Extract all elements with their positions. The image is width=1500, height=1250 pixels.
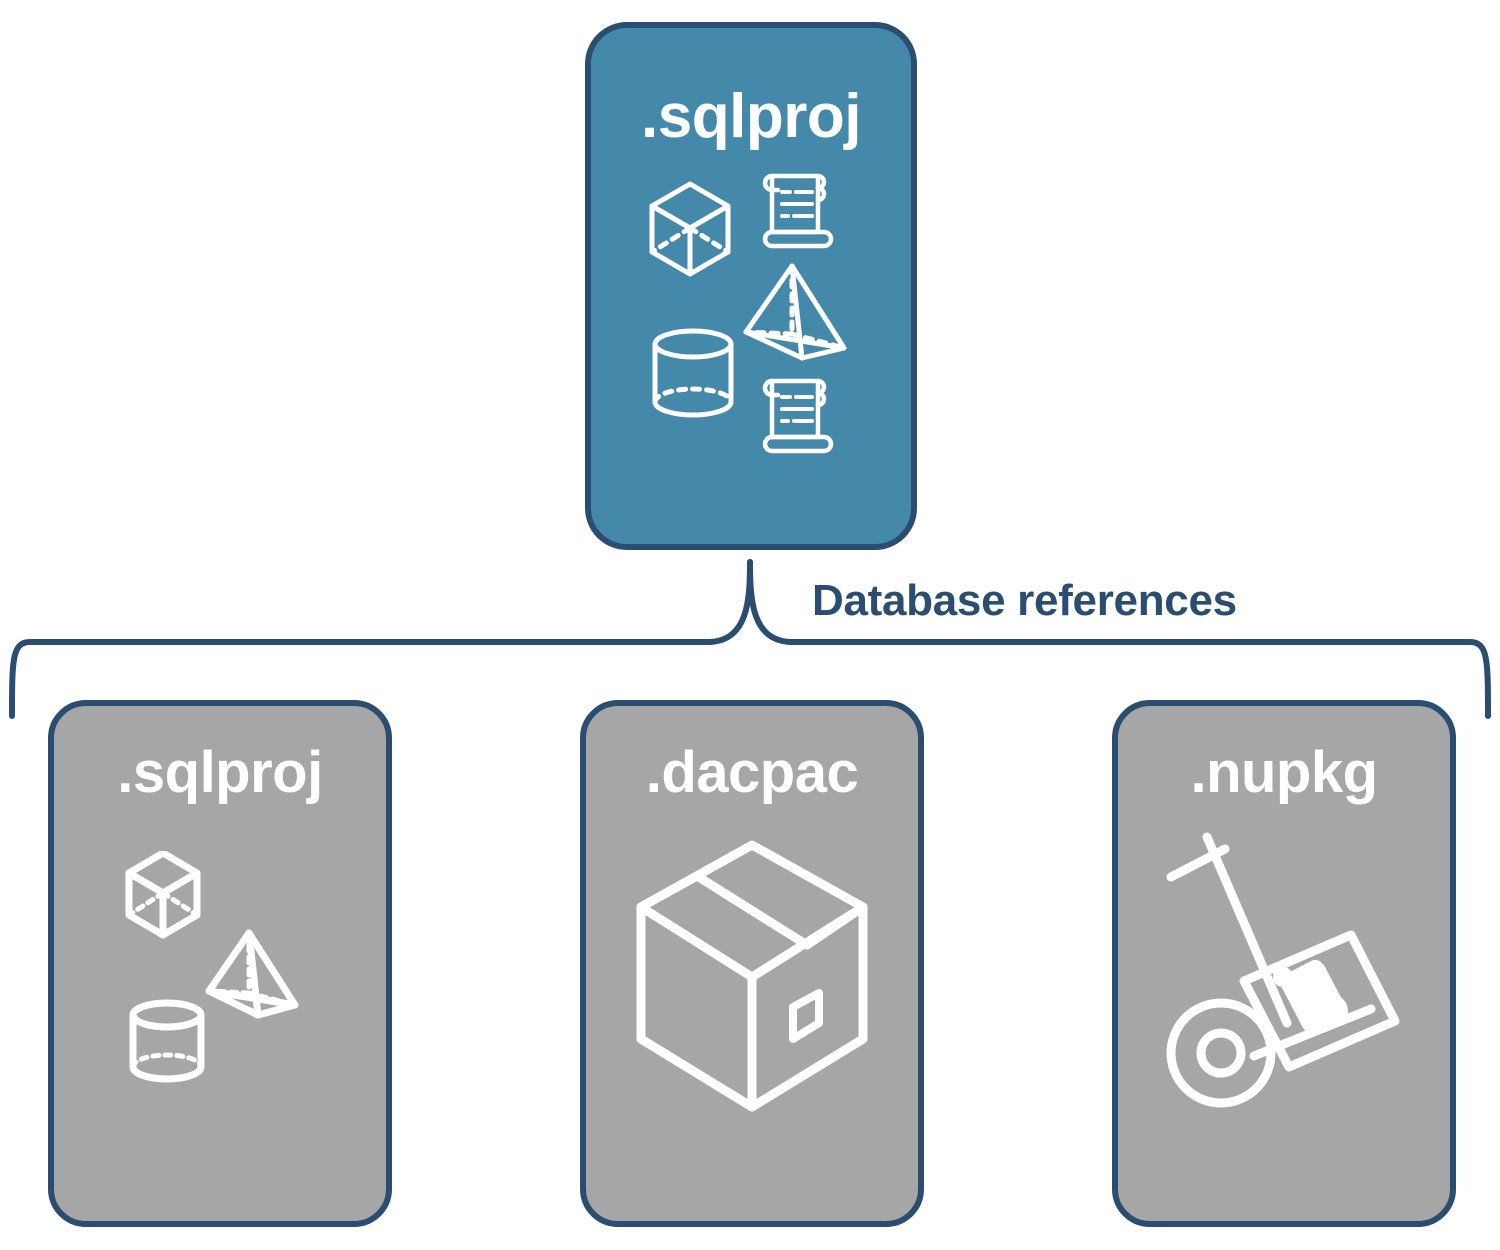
wireframe-pyramid-icon [205, 929, 299, 1019]
primary-card-artwork [591, 168, 911, 468]
primary-card-sqlproj[interactable]: .sqlproj [585, 22, 917, 550]
reference-card-artwork [1118, 831, 1450, 1211]
reference-card-artwork [586, 831, 918, 1211]
wireframe-cylinder-icon [652, 328, 734, 418]
connector-label: Database references [812, 576, 1237, 625]
script-scroll-icon [762, 378, 834, 454]
reference-card-nupkg[interactable]: .nupkg [1112, 700, 1456, 1227]
reference-card-artwork [54, 851, 386, 1191]
wireframe-pyramid-icon [743, 263, 847, 361]
reference-card-title: .dacpac [645, 740, 859, 805]
reference-card-dacpac[interactable]: .dacpac [580, 700, 924, 1227]
shipping-box-icon [636, 840, 868, 1112]
wireframe-cube-icon [649, 181, 731, 277]
reference-card-title: .sqlproj [117, 740, 323, 805]
reference-card-title: .nupkg [1190, 740, 1378, 805]
hand-truck-package-icon [1166, 832, 1400, 1108]
primary-card-title: .sqlproj [641, 82, 861, 151]
script-scroll-icon [762, 173, 834, 249]
wireframe-cube-icon [125, 851, 201, 939]
wireframe-cylinder-icon [129, 999, 205, 1083]
reference-card-sqlproj[interactable]: .sqlproj [48, 700, 392, 1227]
